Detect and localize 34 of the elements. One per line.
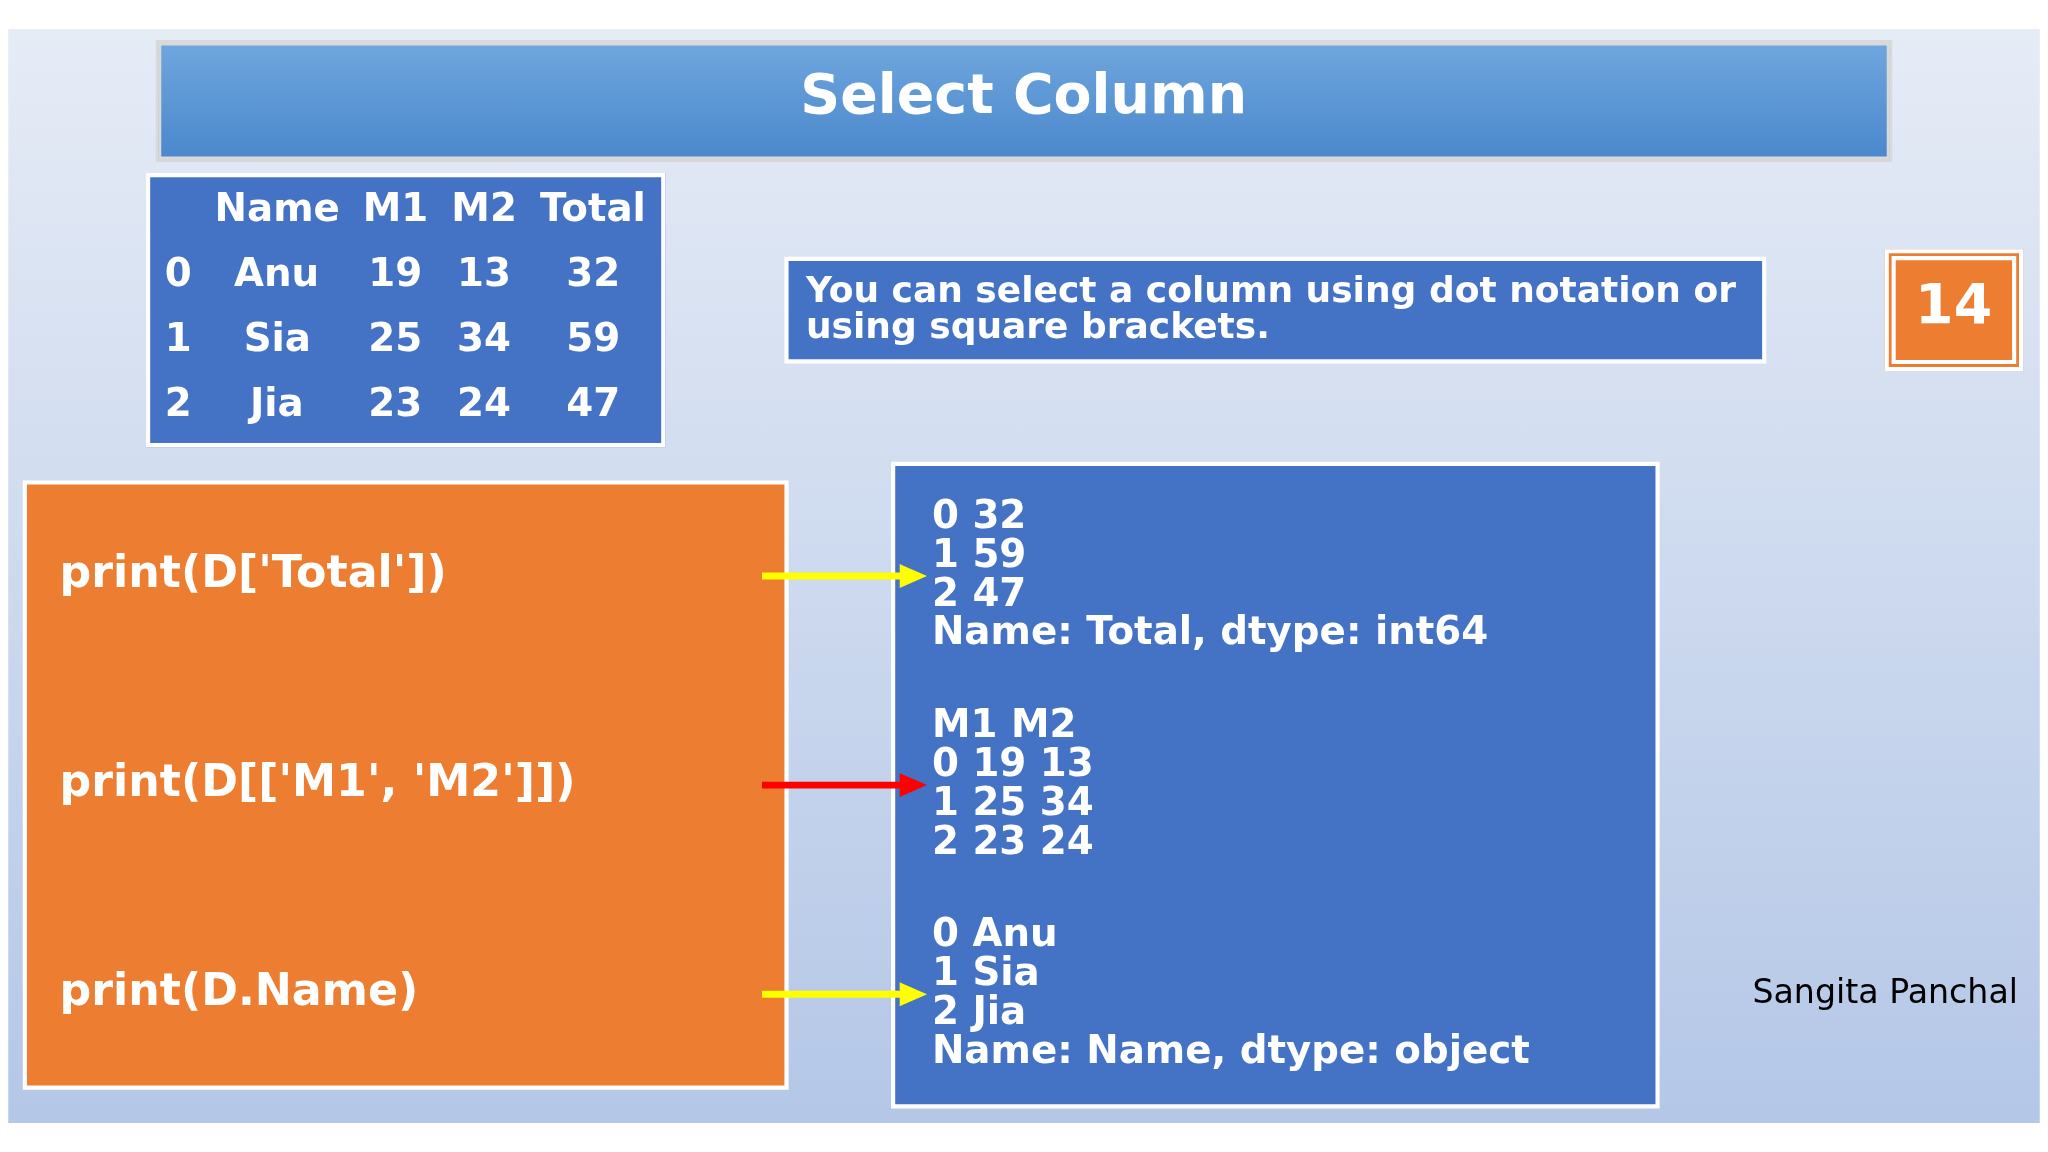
node-text: 0 Anu 1 Sia 2 Jia Name: Name, dtype: object	[931, 910, 1530, 1072]
label: Name	[214, 184, 340, 230]
label: 25	[368, 314, 423, 360]
label: 24	[456, 379, 511, 425]
label: M1	[362, 184, 429, 230]
node-box: You can select a column using dot notation or using square brackets.	[784, 256, 1767, 364]
label: 47	[566, 379, 621, 425]
label: 1	[164, 314, 192, 360]
node-text: M1 M2 0 19 13 1 25 34 2 23 24	[931, 701, 1094, 863]
label: 23	[368, 379, 423, 425]
label: Sia	[243, 314, 312, 360]
label: Anu	[233, 249, 320, 295]
cluster	[891, 461, 1660, 1109]
arrow	[761, 773, 927, 798]
label: M2	[451, 184, 517, 230]
node-text: print(D[['M1', 'M2']])	[59, 754, 576, 806]
label: 32	[566, 249, 621, 295]
label: Jia	[249, 379, 304, 425]
label: 34	[456, 314, 511, 360]
label: 13	[456, 249, 511, 295]
label: 19	[368, 249, 423, 295]
cluster	[22, 480, 789, 1090]
label: 0	[164, 249, 192, 295]
label: Total	[540, 184, 646, 230]
node-text: 0 32 1 59 2 47 Name: Total, dtype: int64	[931, 492, 1489, 654]
diagram-title: Select Column	[800, 62, 1248, 127]
label: 59	[566, 314, 621, 360]
label: 2	[164, 379, 192, 425]
arrow	[761, 982, 927, 1007]
node-text: print(D['Total'])	[59, 545, 447, 597]
node-text: print(D.Name)	[59, 963, 419, 1015]
label: Sangita Panchal	[1752, 971, 2019, 1011]
arrow	[761, 564, 927, 588]
label: 14	[1915, 271, 1993, 336]
